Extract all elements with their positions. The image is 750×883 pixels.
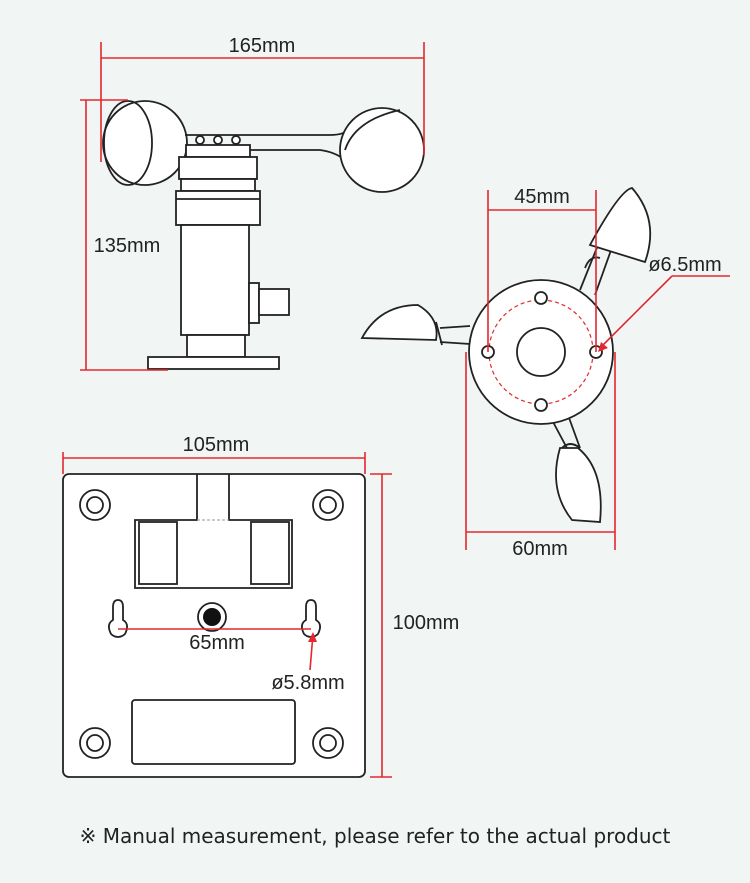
plate-corner-hole [79, 727, 111, 759]
top-view-cup-lower [551, 414, 602, 523]
plate-slot-diameter-dimension: ø5.8mm [271, 632, 345, 694]
side-view-width-label: 165mm [229, 35, 296, 57]
side-view-width-dimension: 165mm [100, 35, 425, 162]
plate-corner-hole [312, 727, 344, 759]
plate-label-window [131, 699, 296, 765]
top-view-hole-spacing-dimension: 45mm [487, 186, 597, 352]
side-view-height-dimension: 135mm [80, 99, 168, 371]
side-view: 165mm 135mm [80, 35, 425, 371]
top-view-base-diameter-dimension: 60mm [465, 352, 616, 560]
plate-width-label: 105mm [183, 434, 250, 456]
side-view-right-cup [339, 107, 425, 193]
top-view-base-diameter-label: 60mm [512, 538, 568, 560]
plate-view: 105mm 100mm 65mm ø5.8mm [62, 434, 460, 778]
top-view-cup-upper [579, 187, 652, 296]
side-view-height-label: 135mm [94, 235, 161, 257]
plate-height-label: 100mm [393, 612, 460, 634]
plate-height-dimension: 100mm [370, 473, 460, 778]
plate-keyhole-slot [301, 599, 321, 638]
side-view-left-cup [102, 100, 188, 186]
top-view: 45mm ø6.5mm 60mm [360, 186, 730, 560]
top-view-cup-left [360, 304, 471, 346]
plate-corner-hole [79, 489, 111, 521]
footer-note: ※ Manual measurement, please refer to th… [80, 824, 671, 848]
top-view-center-hole [516, 327, 566, 377]
plate-slot-spacing-dimension: 65mm [118, 628, 311, 654]
plate-keyhole-slot [108, 599, 128, 638]
plate-slot-diameter-label: ø5.8mm [271, 672, 344, 694]
side-view-hub [175, 135, 261, 226]
top-view-mount-hole [534, 398, 548, 412]
side-view-body [147, 224, 290, 370]
plate-slot-spacing-label: 65mm [189, 632, 245, 654]
top-view-hole-spacing-label: 45mm [514, 186, 570, 208]
plate-corner-hole [312, 489, 344, 521]
top-view-mount-hole [534, 291, 548, 305]
top-view-hole-diameter-dimension: ø6.5mm [598, 254, 730, 352]
plate-clamp [134, 474, 293, 589]
plate-center-screw [197, 602, 227, 632]
plate-width-dimension: 105mm [62, 434, 366, 474]
top-view-hole-diameter-label: ø6.5mm [648, 254, 721, 276]
